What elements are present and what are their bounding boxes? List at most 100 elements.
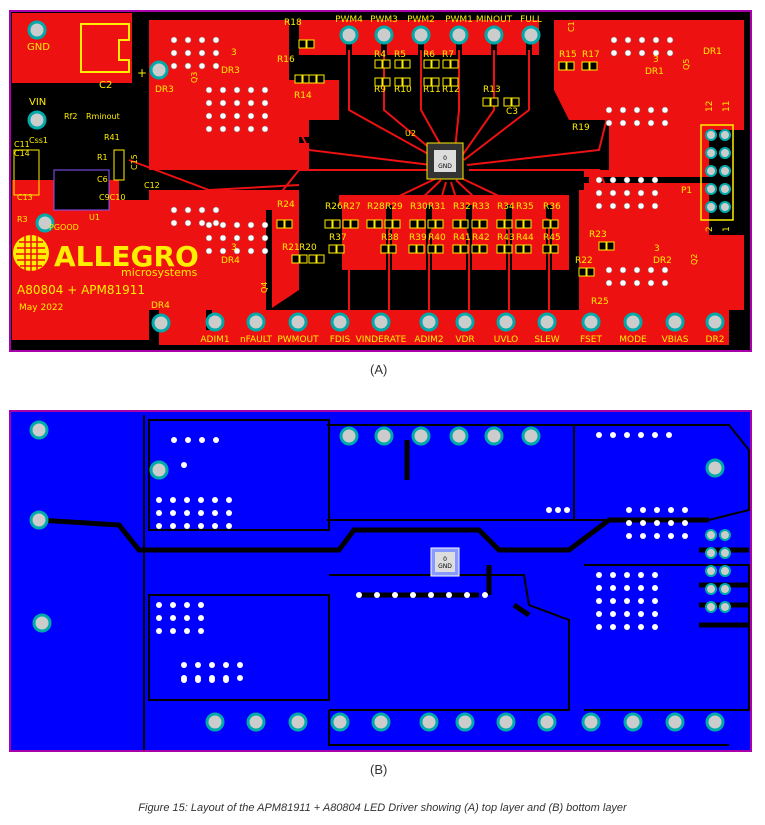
svg-text:Css1: Css1 [29,136,48,145]
svg-text:R15: R15 [559,50,577,60]
through-hole-pad [449,426,469,446]
smd-pad [291,254,300,264]
via [219,221,227,229]
via [374,592,380,598]
via [624,624,630,630]
svg-text:Q5: Q5 [682,59,691,70]
via [682,507,688,513]
via [247,221,255,229]
header-pad [521,25,541,45]
smd-pad [515,244,524,254]
smd-pad [382,77,391,87]
svg-text:DR3: DR3 [155,85,174,95]
smd-pad [276,219,285,229]
via [219,99,227,107]
svg-text:C3: C3 [506,107,518,117]
svg-text:R40: R40 [428,233,446,243]
via [247,99,255,107]
via [633,106,641,114]
svg-text:Rf2: Rf2 [64,112,77,121]
via [651,189,659,197]
svg-text:May 2022: May 2022 [19,303,63,313]
via [181,462,187,468]
smd-pad [423,59,432,69]
via [595,176,603,184]
connector-pin [719,565,731,577]
header-pad [623,312,643,332]
smd-pad [374,219,383,229]
via [623,176,631,184]
via [596,598,602,604]
through-hole-pad [665,712,685,732]
via [223,675,229,681]
via [428,592,434,598]
svg-text:VIN: VIN [29,97,46,108]
header-pad [419,312,439,332]
bottom-via-grid [156,432,688,683]
smd-pad [298,39,307,49]
via [212,62,220,70]
through-hole-pad [705,712,725,732]
via [233,221,241,229]
via [261,221,269,229]
via [638,432,644,438]
svg-text:Q3: Q3 [190,72,199,83]
via [661,106,669,114]
via [638,624,644,630]
via [247,125,255,133]
svg-text:R4: R4 [374,50,386,60]
via [156,628,162,634]
svg-text:R5: R5 [394,50,406,60]
via [647,279,655,287]
svg-text:R45: R45 [543,233,561,243]
through-hole-pad [496,712,516,732]
smd-pad [523,219,532,229]
via [624,572,630,578]
via [624,611,630,617]
svg-text:R37: R37 [329,233,347,243]
header-pad [339,25,359,45]
svg-text:R26: R26 [325,202,343,212]
via [233,86,241,94]
via [596,572,602,578]
via [219,86,227,94]
connector-pin [705,583,717,595]
svg-text:R23: R23 [589,230,607,240]
through-hole-pad [411,426,431,446]
bottom-pin-label: VINDERATE [356,335,407,345]
svg-text:Rminout: Rminout [86,112,120,121]
via [261,86,269,94]
svg-text:R41: R41 [453,233,471,243]
svg-text:0: 0 [443,155,447,162]
via [219,247,227,255]
via [610,611,616,617]
via [170,615,176,621]
svg-text:R42: R42 [472,233,490,243]
via [637,202,645,210]
top-header-pads [339,25,541,45]
through-hole-pad [29,510,49,530]
via [205,86,213,94]
via [247,234,255,242]
via [198,523,204,529]
svg-text:DR4: DR4 [221,256,240,266]
header-pad [246,312,266,332]
svg-text:2: 2 [705,226,715,232]
svg-text:R39: R39 [409,233,427,243]
connector-pin [705,601,717,613]
via [638,572,644,578]
via [610,49,618,57]
bottom-pin-label: nFAULT [240,335,273,345]
smd-pad [578,267,587,277]
via [184,523,190,529]
svg-text:R6: R6 [423,50,435,60]
svg-text:R21: R21 [282,243,300,253]
smd-pad [442,59,451,69]
via [596,611,602,617]
via [666,36,674,44]
via [212,523,218,529]
via [564,507,570,513]
via [198,36,206,44]
via [170,49,178,57]
via [623,189,631,197]
